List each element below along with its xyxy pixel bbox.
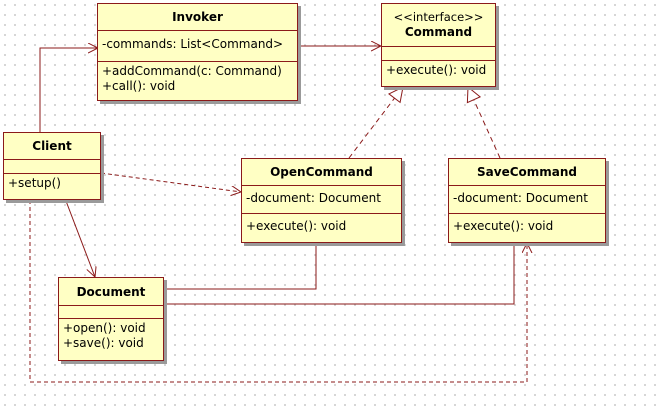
class-name: Command (404, 25, 473, 39)
operations-section: +execute(): void (382, 61, 495, 80)
attributes-section: -commands: List<Command> (98, 31, 297, 62)
operation: +save(): void (63, 336, 144, 350)
operation: +addCommand(c: Command) (102, 64, 282, 78)
stereotype: <<interface>> (393, 10, 484, 24)
operations-section: +execute(): void (242, 214, 401, 236)
realization-open-command (348, 87, 403, 159)
assoc-open-command-document (164, 243, 317, 290)
class-name: SaveCommand (477, 165, 577, 179)
attributes-section: -document: Document (242, 186, 401, 214)
operation: +call(): void (102, 79, 176, 93)
operation: +execute(): void (246, 219, 347, 233)
attribute: -commands: List<Command> (102, 37, 284, 51)
attribute: -document: Document (246, 191, 381, 205)
realization-save-command (468, 87, 501, 159)
class-name: OpenCommand (270, 165, 373, 179)
operations-section: +addCommand(c: Command) +call(): void (98, 62, 297, 96)
class-command[interactable]: <<interface>> Command +execute(): void (381, 3, 496, 87)
assoc-client-document (65, 200, 95, 277)
attribute: -document: Document (453, 191, 588, 205)
class-client[interactable]: Client +setup() (3, 132, 101, 200)
class-name: Client (32, 139, 72, 153)
attributes-section: -document: Document (449, 186, 605, 214)
class-save-command[interactable]: SaveCommand -document: Document +execute… (448, 158, 606, 243)
class-document[interactable]: Document +open(): void +save(): void (58, 277, 164, 361)
operation: +open(): void (63, 321, 146, 335)
operations-section: +execute(): void (449, 214, 605, 236)
class-name: Document (76, 284, 146, 299)
class-open-command[interactable]: OpenCommand -document: Document +execute… (241, 158, 402, 243)
assoc-save-command-document (164, 243, 515, 305)
operation: +setup() (8, 176, 61, 190)
dependency-client-save-command (29, 200, 527, 383)
assoc-client-invoker (39, 48, 98, 132)
attributes-section (382, 47, 495, 61)
attributes-section (4, 160, 100, 174)
operation: +execute(): void (453, 219, 554, 233)
operations-section: +setup() (4, 174, 100, 193)
class-name: Invoker (172, 10, 223, 24)
dependency-client-open-command (100, 172, 241, 192)
operation: +execute(): void (386, 63, 487, 77)
class-invoker[interactable]: Invoker -commands: List<Command> +addCom… (97, 3, 298, 101)
operations-section: +open(): void +save(): void (59, 319, 163, 353)
attributes-section (59, 306, 163, 319)
